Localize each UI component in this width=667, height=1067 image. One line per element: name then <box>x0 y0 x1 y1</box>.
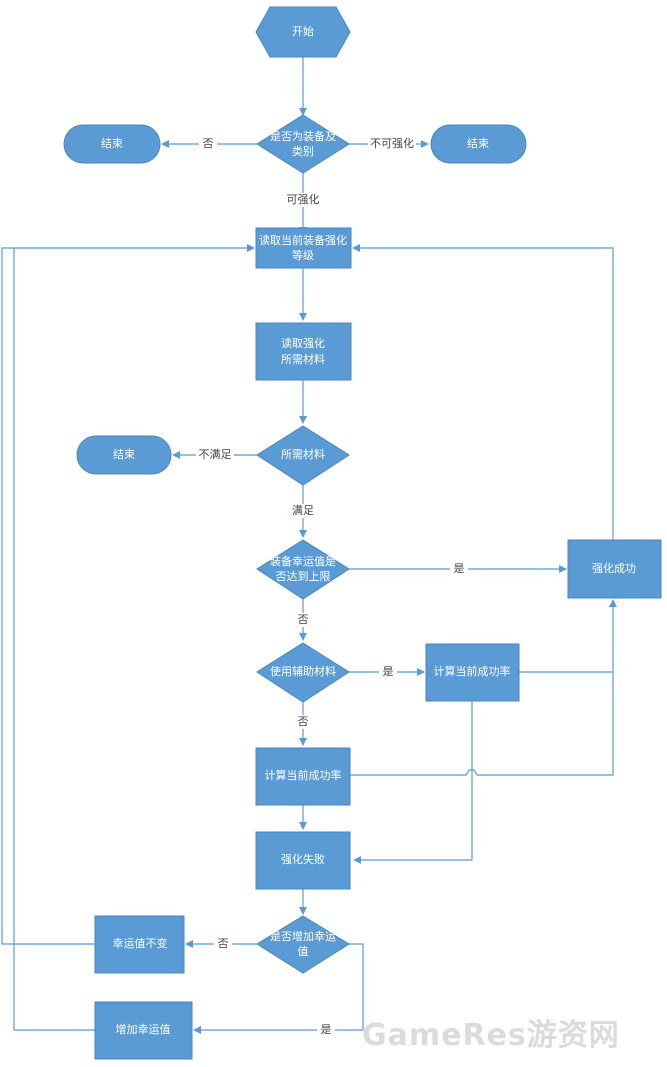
luck-limit-decision: 装备幸运值是 否达到上限 <box>256 539 350 600</box>
edge-success-to-read-level <box>352 244 614 540</box>
calc-rate-right-label: 计算当前成功率 <box>434 664 511 678</box>
edge-label-can-enhance: 可强化 <box>287 192 320 206</box>
calc-rate-process: 计算当前成功率 <box>255 747 351 806</box>
calc-rate-right-process: 计算当前成功率 <box>425 643 520 702</box>
read-level-label-2: 等级 <box>292 248 314 262</box>
read-materials-label-2: 所需材料 <box>281 352 325 366</box>
check-equipment-label-2: 类别 <box>292 144 314 158</box>
luck-limit-label-1: 装备幸运值是 <box>270 554 336 568</box>
edge-label-no-1: 否 <box>203 137 214 150</box>
edge-label-no-luck: 否 <box>218 937 229 950</box>
edge-label-cannot-enhance: 不可强化 <box>370 136 414 150</box>
check-equipment-label-1: 是否为装备及 <box>270 129 336 143</box>
edge-calc-right-to-fail <box>353 701 473 864</box>
fail-label: 强化失败 <box>281 852 325 866</box>
luck-unchanged-label: 幸运值不变 <box>113 936 168 950</box>
end-materials-label: 结束 <box>113 448 135 461</box>
calc-rate-label: 计算当前成功率 <box>265 768 342 782</box>
add-luck-label-2: 值 <box>298 945 309 958</box>
read-materials-label-1: 读取强化 <box>281 336 325 350</box>
end-left-node: 结束 <box>63 124 161 164</box>
end-right-node: 结束 <box>430 124 527 164</box>
add-luck-decision: 是否增加幸运 值 <box>256 915 350 974</box>
start-node: 开始 <box>255 6 351 58</box>
read-level-process: 读取当前装备强化 等级 <box>255 227 352 269</box>
luck-limit-label-2: 否达到上限 <box>276 570 331 583</box>
end-left-label: 结束 <box>101 137 123 150</box>
add-luck-label-1: 是否增加幸运 <box>270 929 336 943</box>
success-process: 强化成功 <box>567 539 662 599</box>
edge-label-yes-aux: 是 <box>383 665 394 678</box>
aux-material-label: 使用辅助材料 <box>270 664 336 678</box>
edge-label-no-aux: 否 <box>298 715 309 728</box>
edge-calc-to-success <box>350 672 614 776</box>
materials-label: 所需材料 <box>281 447 325 461</box>
read-materials-process: 读取强化 所需材料 <box>255 322 352 381</box>
edge-unchanged-to-read-level <box>1 244 255 945</box>
edge-label-not-satisfied: 不满足 <box>199 448 232 461</box>
aux-material-decision: 使用辅助材料 <box>256 642 350 703</box>
edge-label-satisfied: 满足 <box>292 504 314 517</box>
nodes: 开始 是否为装备及 类别 结束 结束 读取当前装备强化 等级 读取强化 所 <box>63 6 662 1060</box>
edge-label-yes-luck: 是 <box>321 1023 332 1036</box>
luck-added-process: 增加幸运值 <box>94 1001 193 1060</box>
edge-calc-right-to-success <box>519 599 617 673</box>
fail-process: 强化失败 <box>255 831 351 890</box>
end-right-label: 结束 <box>467 137 489 150</box>
start-label: 开始 <box>292 24 314 38</box>
luck-unchanged-process: 幸运值不变 <box>94 915 185 974</box>
success-label: 强化成功 <box>592 561 636 575</box>
materials-decision: 所需材料 <box>256 425 350 486</box>
edge-added-to-read-level <box>13 248 95 1031</box>
luck-added-label: 增加幸运值 <box>116 1022 171 1036</box>
edge-labels: 否 不可强化 可强化 不满足 满足 是 否 是 否 否 是 <box>196 136 468 1037</box>
read-level-label-1: 读取当前装备强化 <box>259 233 347 247</box>
edge-label-no-limit: 否 <box>298 613 309 626</box>
check-equipment-decision: 是否为装备及 类别 <box>256 114 350 174</box>
end-materials-node: 结束 <box>76 435 172 475</box>
edge-label-yes-limit: 是 <box>454 562 465 575</box>
watermark: GameRes游资网 <box>362 1018 620 1053</box>
edge-add-luck-to-added <box>193 943 364 1034</box>
